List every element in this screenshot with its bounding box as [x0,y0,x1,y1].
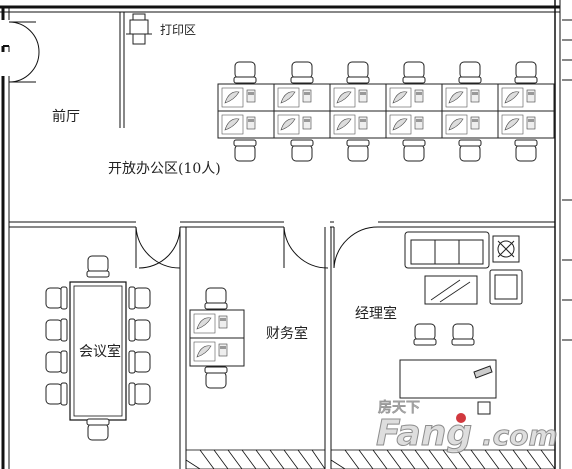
workstation-cluster [217,61,555,162]
open-office-label: 开放办公区(10人) [108,161,221,177]
printer [126,13,152,45]
manager-furniture [399,231,523,415]
meeting-room-label: 会议室 [79,343,121,360]
watermark-top-text: 房天下 [378,399,420,416]
watermark-main-text: Fang [376,413,472,454]
partition-doors [135,226,379,269]
print-area-label: 打印区 [160,23,196,37]
finance-desks [189,287,245,389]
watermark-dot [456,413,466,423]
south-partition-wall [9,221,555,228]
entrance-door [0,20,40,83]
bottom-window [185,449,556,469]
meeting-table [45,255,151,441]
finance-room-label: 财务室 [266,325,308,342]
manager-room-label: 经理室 [355,305,397,322]
right-window [562,19,572,341]
lobby-label: 前厅 [52,108,80,125]
watermark-logo: 房天下 Fang .com [376,399,559,455]
lobby-partition [119,12,125,128]
watermark-suffix-text: .com [482,419,558,452]
room-walls [179,227,332,469]
